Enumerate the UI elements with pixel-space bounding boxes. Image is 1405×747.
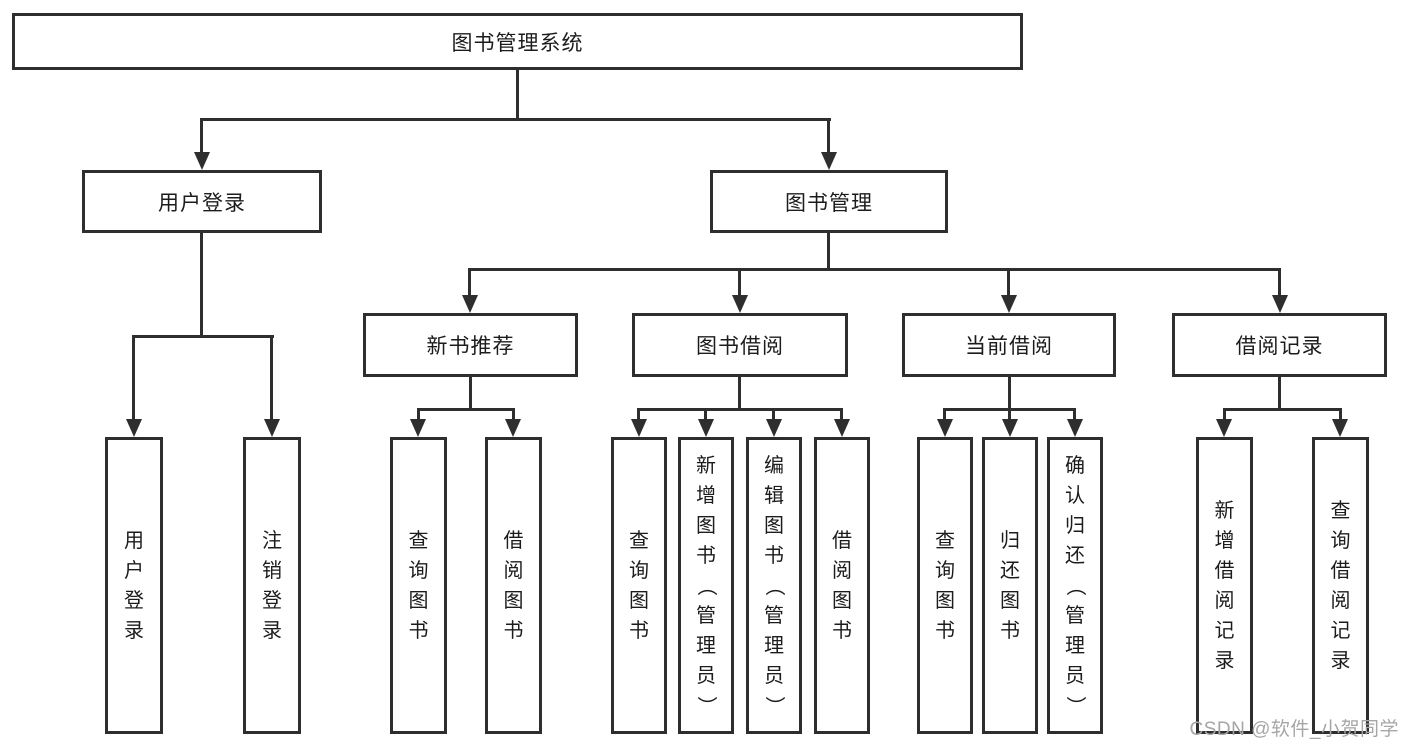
connector-line	[772, 408, 775, 422]
leaf-br-add-record: 新增借阅记录	[1196, 437, 1253, 734]
node-user-login: 用户登录	[82, 170, 322, 233]
leaf-bb-add-books-admin-label: 新增图书（管理员）	[695, 454, 717, 716]
leaf-nbr-borrow-books-label: 借阅图书	[503, 529, 524, 642]
arrow-down-icon	[937, 419, 953, 437]
node-book-borrow-label: 图书借阅	[696, 335, 784, 358]
leaf-cb-return-books-label: 归还图书	[1000, 529, 1020, 642]
connector-line	[469, 377, 472, 411]
connector-line	[1073, 408, 1076, 422]
node-new-book-rec-label: 新书推荐	[426, 335, 515, 358]
arrow-down-icon	[462, 295, 478, 313]
arrow-down-icon	[264, 419, 280, 437]
leaf-br-query-record-label: 查询借阅记录	[1330, 499, 1351, 672]
connector-line	[132, 335, 135, 421]
connector-line	[468, 268, 1281, 271]
connector-line	[468, 268, 471, 298]
leaf-nbr-borrow-books: 借阅图书	[485, 437, 542, 734]
node-book-mgmt: 图书管理	[710, 170, 948, 233]
connector-line	[1007, 268, 1010, 298]
node-book-mgmt-label: 图书管理	[785, 191, 873, 215]
leaf-nbr-query-books: 查询图书	[390, 437, 447, 734]
connector-line	[516, 70, 519, 121]
connector-line	[512, 408, 515, 422]
leaf-cb-confirm-return-admin-label: 确认归还（管理员）	[1064, 454, 1086, 716]
leaf-user-login-label: 用户登录	[124, 529, 144, 642]
connector-line	[270, 335, 273, 421]
connector-line	[638, 408, 843, 411]
connector-line	[1008, 377, 1011, 411]
arrow-down-icon	[1001, 295, 1017, 313]
arrow-down-icon	[194, 152, 210, 170]
arrow-down-icon	[631, 419, 647, 437]
watermark: CSDN @软件_小贺同学	[1189, 719, 1399, 740]
connector-line	[1278, 268, 1281, 298]
connector-line	[1008, 408, 1011, 422]
node-borrow-records: 借阅记录	[1172, 313, 1387, 377]
leaf-cb-query-books: 查询图书	[917, 437, 973, 734]
arrow-down-icon	[1067, 419, 1083, 437]
connector-line	[827, 118, 830, 156]
node-current-borrow: 当前借阅	[902, 313, 1116, 377]
leaf-bb-edit-books-admin: 编辑图书（管理员）	[746, 437, 802, 734]
connector-line	[1278, 377, 1281, 411]
node-new-book-rec: 新书推荐	[363, 313, 578, 377]
connector-line	[201, 118, 831, 121]
leaf-br-add-record-label: 新增借阅记录	[1214, 499, 1235, 672]
leaf-bb-query-books: 查询图书	[611, 437, 667, 734]
connector-line	[637, 408, 640, 422]
arrow-down-icon	[732, 295, 748, 313]
arrow-down-icon	[821, 152, 837, 170]
connector-line	[1223, 408, 1226, 422]
connector-line	[738, 377, 741, 411]
node-root-label: 图书管理系统	[451, 31, 584, 55]
connector-line	[738, 268, 741, 298]
arrow-down-icon	[410, 419, 426, 437]
leaf-cb-query-books-label: 查询图书	[935, 529, 955, 642]
leaf-user-login: 用户登录	[105, 437, 163, 734]
connector-line	[840, 408, 843, 422]
node-current-borrow-label: 当前借阅	[965, 335, 1053, 358]
connector-line	[827, 233, 830, 271]
arrow-down-icon	[1332, 419, 1348, 437]
connector-line	[943, 408, 946, 422]
leaf-br-query-record: 查询借阅记录	[1312, 437, 1369, 734]
leaf-logout-label: 注销登录	[262, 529, 282, 642]
connector-line	[417, 408, 420, 422]
leaf-bb-query-books-label: 查询图书	[629, 529, 649, 642]
node-user-login-label: 用户登录	[158, 191, 246, 215]
leaf-cb-return-books: 归还图书	[982, 437, 1038, 734]
leaf-logout: 注销登录	[243, 437, 301, 734]
node-borrow-records-label: 借阅记录	[1235, 335, 1324, 358]
arrow-down-icon	[834, 419, 850, 437]
leaf-nbr-query-books-label: 查询图书	[408, 529, 429, 642]
connector-line	[704, 408, 707, 422]
connector-line	[1339, 408, 1342, 422]
leaf-cb-confirm-return-admin: 确认归还（管理员）	[1047, 437, 1103, 734]
arrow-down-icon	[126, 419, 142, 437]
connector-line	[200, 118, 203, 156]
arrow-down-icon	[698, 419, 714, 437]
node-book-borrow: 图书借阅	[632, 313, 848, 377]
arrow-down-icon	[505, 419, 521, 437]
connector-line	[417, 408, 515, 411]
leaf-bb-add-books-admin: 新增图书（管理员）	[678, 437, 734, 734]
leaf-bb-edit-books-admin-label: 编辑图书（管理员）	[763, 454, 785, 716]
connector-line	[1223, 408, 1342, 411]
node-root: 图书管理系统	[12, 13, 1023, 70]
arrow-down-icon	[766, 419, 782, 437]
arrow-down-icon	[1002, 419, 1018, 437]
arrow-down-icon	[1216, 419, 1232, 437]
leaf-bb-borrow-books-label: 借阅图书	[832, 529, 852, 642]
connector-line	[132, 335, 274, 338]
arrow-down-icon	[1272, 295, 1288, 313]
leaf-bb-borrow-books: 借阅图书	[814, 437, 870, 734]
connector-line	[200, 233, 203, 338]
